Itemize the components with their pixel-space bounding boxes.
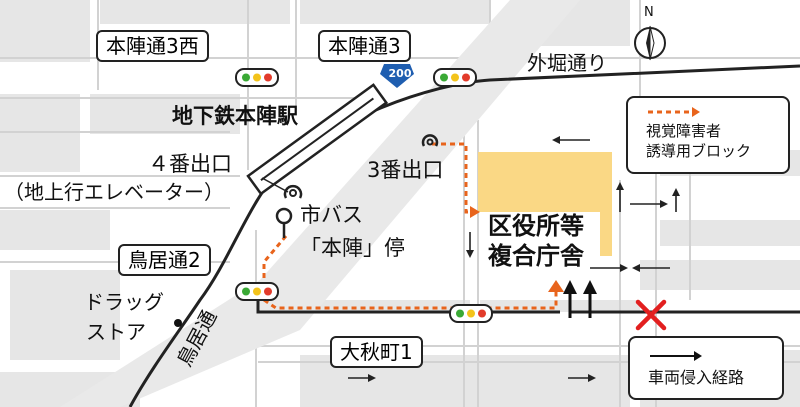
- traffic-light-3: [433, 68, 477, 87]
- label-drugstore-line1: ドラッグ: [84, 290, 164, 314]
- label-bus-line2: 「本陣」停: [300, 236, 405, 260]
- exit3-symbol: [421, 134, 439, 147]
- traffic-light-torii2: [235, 282, 279, 301]
- label-hon-jindori-3-nishi: 本陣通3西: [96, 30, 209, 62]
- label-exit3: 3番出口: [367, 158, 444, 182]
- station-platform: [246, 83, 389, 196]
- label-exit4-note: （地上行エレベーター）: [4, 180, 224, 204]
- label-hon-jindori-3: 本陣通3: [318, 30, 411, 62]
- no-entry-mark: [635, 299, 667, 331]
- legend-braille-line: [648, 107, 700, 117]
- label-bus-line1: 市バス: [300, 203, 363, 227]
- label-building-line1: 区役所等: [488, 212, 584, 240]
- traffic-light-oakicho1: [449, 304, 493, 323]
- vehicle-arrow-2: [583, 280, 597, 294]
- compass-north-label: N: [644, 5, 654, 20]
- label-station-name: 地下鉄本陣駅: [172, 104, 298, 128]
- braille-arrow-up: [548, 280, 564, 292]
- legend-braille: 視覚障害者 誘導用ブロック: [626, 96, 790, 174]
- exit4-leader: [261, 177, 289, 193]
- diagonal-road: [60, 0, 580, 407]
- exit4-symbol: [283, 184, 303, 199]
- label-oakicho-1: 大秋町1: [330, 336, 423, 368]
- braille-arrow-right: [470, 206, 480, 218]
- legend-vehicle-arrow: [650, 351, 702, 361]
- bus-stop-symbol: [275, 207, 293, 238]
- drugstore-dot: [174, 319, 182, 327]
- label-exit4: ４番出口: [148, 152, 232, 176]
- legend-vehicle-text: 車両侵入経路: [648, 368, 745, 387]
- traffic-arrowheads: [368, 136, 680, 382]
- legend-braille-text1: 視覚障害者: [646, 122, 722, 140]
- route-badge-shape: [380, 64, 414, 88]
- compass-icon: [634, 25, 666, 61]
- vehicle-route: [568, 292, 592, 318]
- building-footprint: [478, 152, 612, 256]
- traffic-arrows: [348, 139, 677, 379]
- label-building-line2: 複合庁舎: [488, 242, 584, 270]
- legend-vehicle: 車両侵入経路: [628, 336, 784, 400]
- label-drugstore-line2: ストア: [86, 320, 146, 344]
- route-badge-number: 200: [388, 67, 412, 80]
- label-toriidori-2: 鳥居通2: [118, 244, 211, 276]
- traffic-light-3nishi: [235, 68, 279, 87]
- legend-braille-text2: 誘導用ブロック: [646, 142, 752, 160]
- label-sotobori-dori: 外堀通り: [527, 51, 607, 75]
- vehicle-arrow-1: [563, 280, 577, 294]
